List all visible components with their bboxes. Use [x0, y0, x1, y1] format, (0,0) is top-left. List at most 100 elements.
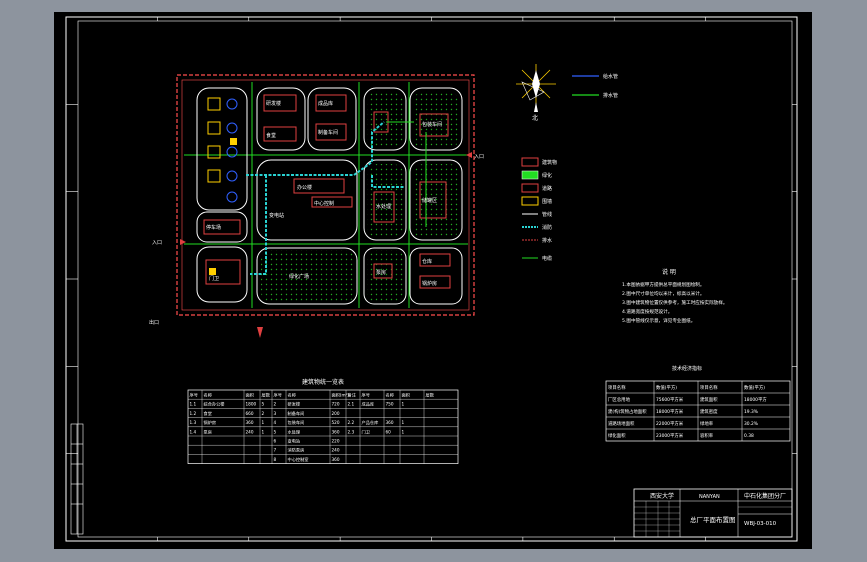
table-cell: 2	[262, 411, 265, 416]
label-boiler: 锅炉房	[422, 280, 437, 287]
table-header-cell: 序号	[362, 392, 370, 399]
table-cell: 1	[262, 420, 265, 425]
label-warehouse: 成品库	[318, 100, 333, 107]
table-cell: 水处理	[288, 428, 301, 435]
legend-item-4: 管线	[542, 211, 552, 218]
plan-labels: 研发楼 成品库 食堂 制备车间 包装车间 办公楼 中心控制 水处理 储罐区 绿化…	[149, 100, 484, 326]
site-blocks	[196, 87, 463, 305]
entrance-arrows	[180, 152, 472, 338]
table-cell: 包装车间	[288, 419, 305, 426]
table-cell: 门卫	[362, 428, 370, 435]
label-pump: 泵房	[376, 269, 386, 276]
stats-cell: 0.38	[744, 433, 754, 439]
label-canteen: 食堂	[266, 132, 276, 139]
site-boundary	[176, 74, 475, 316]
label-water: 水处理	[376, 203, 391, 210]
table-cell: 200	[332, 411, 340, 416]
table-header-cell: 面积	[402, 392, 410, 399]
legend-item-3: 围墙	[542, 198, 552, 205]
legend-item-5: 消防	[542, 224, 552, 231]
table-cell: 240	[246, 429, 254, 434]
table-cell: 1	[402, 420, 405, 425]
table-cell: 5	[262, 402, 265, 407]
stats-cell: 22000平方米	[656, 420, 684, 427]
table-cell: 360	[386, 420, 394, 425]
note-line: 2.图中尺寸单位均以米计，标高以米计。	[622, 290, 704, 297]
table-header-cell: 面积(m²)	[332, 392, 350, 399]
table-cell: 1800	[246, 402, 257, 407]
table-cell: 360	[332, 429, 340, 434]
label-lab: 研发楼	[266, 100, 281, 107]
label-office: 办公楼	[297, 184, 312, 191]
table-cell: 750	[386, 402, 394, 407]
table-cell: 制备车间	[288, 410, 305, 417]
label-workshop2: 包装车间	[422, 121, 442, 128]
legend-top-1: 排水管	[603, 92, 618, 99]
table-cell: 2.1	[348, 402, 355, 407]
table-cell: 660	[246, 411, 254, 416]
stats-cell: 建筑密度	[700, 408, 718, 415]
table-cell: 4	[274, 420, 277, 425]
stats-cell: 道路场地面积	[608, 420, 635, 427]
stats-cell: 18000平方米	[656, 408, 684, 415]
stats-header-cell: 数值(平方)	[744, 384, 765, 391]
table-cell: 1.4	[190, 429, 197, 434]
table-cell: 520	[332, 420, 340, 425]
table-cell: 220	[332, 439, 340, 444]
table-cell: 食堂	[204, 410, 212, 417]
table-cell: 7	[274, 448, 277, 453]
stats-cell: 23000平方米	[656, 432, 684, 439]
table-cell: 360	[332, 457, 340, 462]
stats-cell: 30.2%	[744, 421, 758, 427]
table-header-cell: 序号	[190, 392, 198, 399]
compass-icon: 北	[516, 64, 556, 122]
stats-header-cell: 项目名称	[700, 384, 718, 391]
school-name: 西安大学	[650, 492, 674, 500]
table-cell: 1	[262, 429, 265, 434]
table-cell: 60	[386, 429, 392, 434]
label-entrance1: 入口	[152, 240, 162, 246]
drawing-number: WBJ-03-010	[744, 521, 777, 527]
table-cell: 锅炉房	[204, 419, 217, 426]
note-line: 5.图中管线仅示意，详见专业图纸。	[622, 317, 695, 324]
table-header-cell: 名称	[288, 392, 296, 399]
label-tank: 储罐区	[422, 197, 437, 204]
north-label: 北	[532, 114, 538, 122]
table-cell: 成品库	[362, 401, 375, 408]
table-cell: 240	[332, 448, 340, 453]
frame-ticks	[66, 17, 797, 541]
table-cell: 研发楼	[288, 401, 301, 408]
buildings	[203, 94, 451, 289]
stats-header-cell: 项目名称	[608, 384, 626, 391]
notes-title: 说 明	[662, 268, 676, 276]
legend-item-2: 道路	[542, 185, 552, 192]
top-legend: 给水管 排水管	[572, 73, 618, 99]
pipelines	[246, 121, 404, 275]
table-cell: 变电站	[288, 438, 301, 445]
stats-cell: 厂区总用地	[608, 396, 631, 403]
table-cell: 8	[274, 457, 277, 462]
drainage	[386, 121, 427, 227]
label-gate: 门卫	[209, 275, 219, 282]
table-header-cell: 面积	[246, 392, 254, 399]
table-header-cell: 序号	[274, 392, 282, 399]
road-lines	[184, 82, 468, 308]
table-header-cell: 层数	[426, 392, 435, 399]
table-cell: 1	[402, 402, 405, 407]
legend-item-1: 绿化	[542, 172, 552, 179]
legend-item-6: 排水	[542, 237, 552, 244]
table-cell: 360	[246, 420, 254, 425]
site-inner-boundary	[181, 79, 470, 311]
table-cell: 泵房	[204, 428, 212, 435]
sheet-label: NANYAN	[699, 494, 720, 500]
table-cell: 2.3	[348, 429, 355, 434]
label-plaza: 绿化广场	[289, 273, 309, 280]
label-storage: 仓库	[422, 258, 432, 265]
table-cell: 720	[332, 402, 340, 407]
table-cell: 消防泵房	[288, 447, 305, 454]
table-cell: 1	[402, 429, 405, 434]
label-substation: 变电站	[269, 212, 284, 219]
legend: 建筑物 绿化 道路 围墙 管线 消防 排水 电缆	[521, 157, 557, 262]
stats-cell: 建筑面积	[700, 396, 718, 403]
